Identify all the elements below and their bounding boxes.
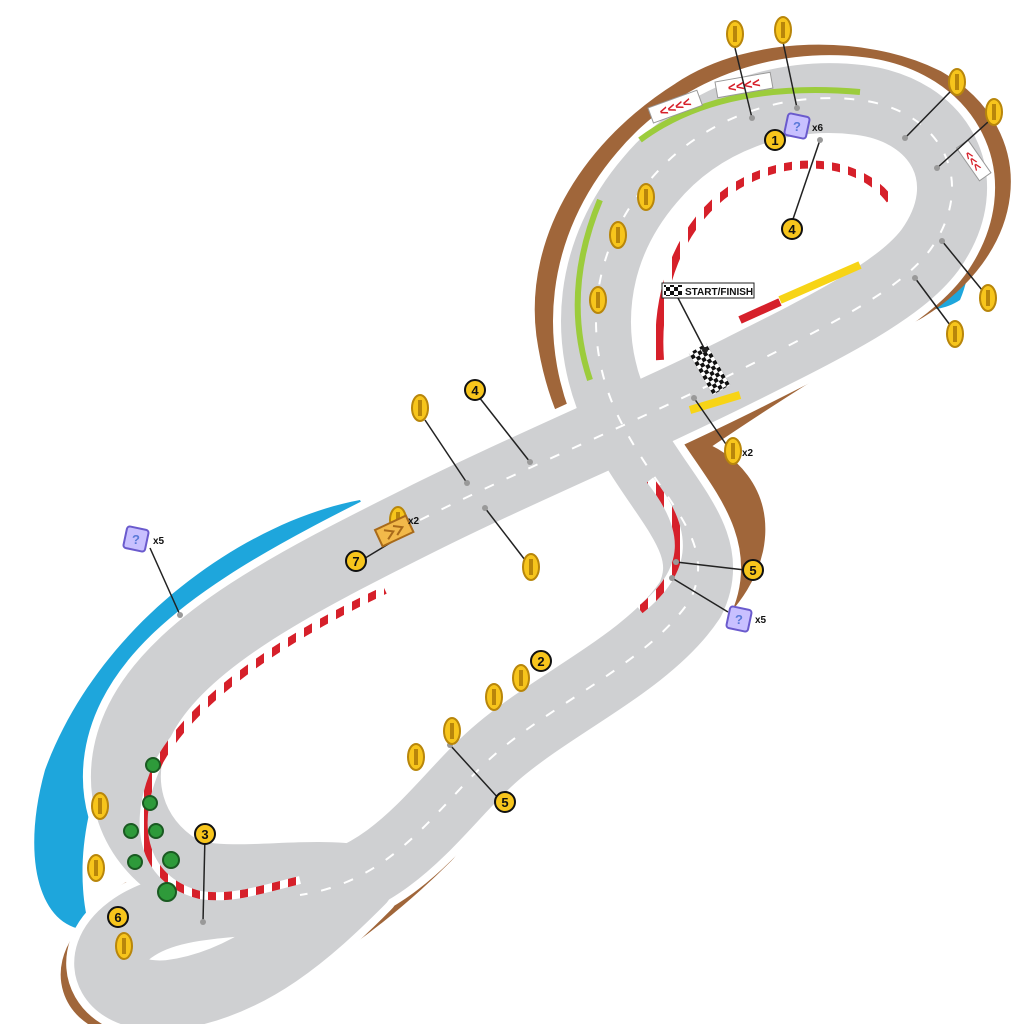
coin-icon <box>726 20 744 48</box>
start-finish: START/FINISH <box>661 282 755 395</box>
item-box-icon: ? <box>725 605 753 633</box>
tree-icon <box>145 757 161 773</box>
coin-icon <box>724 437 742 465</box>
marker-3: 3 <box>194 823 216 845</box>
svg-text:1: 1 <box>771 133 778 148</box>
coin-icon <box>589 286 607 314</box>
tree-icon <box>142 795 158 811</box>
tree-icon <box>157 882 177 902</box>
tree-icon <box>123 823 139 839</box>
svg-text:3: 3 <box>201 827 208 842</box>
grass-edge-top <box>638 86 861 143</box>
svg-text:5: 5 <box>501 795 508 810</box>
coin-icon <box>87 854 105 882</box>
tree-icon <box>127 854 143 870</box>
curb-yellow-main <box>778 261 862 304</box>
coin-icon <box>115 932 133 960</box>
coin-icon <box>985 98 1003 126</box>
coin-icon <box>609 221 627 249</box>
marker-6: 6 <box>107 906 129 928</box>
trees <box>123 757 180 902</box>
coin-icon <box>443 717 461 745</box>
curb-yellow-start <box>688 391 742 414</box>
coin-icon <box>91 792 109 820</box>
multiplier-item-box-top: x6 <box>812 123 824 134</box>
tree-icon <box>162 851 180 869</box>
checkered-line <box>688 343 731 395</box>
svg-text:7: 7 <box>352 554 359 569</box>
coin-icon <box>485 683 503 711</box>
coin-icon <box>411 394 429 422</box>
start-finish-leader <box>677 297 706 351</box>
svg-text:?: ? <box>735 612 743 627</box>
leader-lines <box>149 41 989 925</box>
curb-inner-top <box>655 160 894 361</box>
grass-edge-left <box>574 198 603 381</box>
item-box-icon: ? <box>122 525 150 553</box>
multiplier-item-box-left: x5 <box>153 536 165 547</box>
coin-icon <box>522 553 540 581</box>
marker-5-bottom: 5 <box>494 791 516 813</box>
coin-icon <box>407 743 425 771</box>
marker-4-top: 4 <box>781 218 803 240</box>
start-finish-label: START/FINISH <box>685 287 753 298</box>
item-boxes: ? ? ? <box>122 112 811 633</box>
multiplier-coin-ramp: x2 <box>408 516 420 527</box>
coin-icon <box>946 320 964 348</box>
marker-1: 1 <box>764 129 786 151</box>
coin-icon <box>948 68 966 96</box>
svg-text:2: 2 <box>537 654 544 669</box>
svg-text:4: 4 <box>471 383 479 398</box>
curb-red-main <box>738 298 782 324</box>
svg-text:?: ? <box>793 119 801 134</box>
multiplier-labels: x6 x5 x5 x2 x2 <box>153 123 824 626</box>
marker-7: 7 <box>345 550 367 572</box>
marker-4-center: 4 <box>464 379 486 401</box>
coin-icon <box>979 284 997 312</box>
tree-icon <box>148 823 164 839</box>
booster-pad-icon <box>373 514 415 548</box>
curb-center-right <box>637 477 683 614</box>
start-finish-sign: START/FINISH <box>661 282 755 299</box>
svg-text:6: 6 <box>114 910 121 925</box>
svg-text:?: ? <box>132 532 140 547</box>
item-box-icon: ? <box>783 112 811 140</box>
coin-icon <box>774 16 792 44</box>
marker-2: 2 <box>530 650 552 672</box>
marker-5-right: 5 <box>742 559 764 581</box>
numbered-markers: 1 2 3 4 4 5 5 6 7 <box>107 129 803 928</box>
multiplier-item-box-right: x5 <box>755 615 767 626</box>
coin-icon <box>512 664 530 692</box>
checkered-flag-icon <box>664 285 682 296</box>
track <box>66 55 995 1024</box>
coin-icon <box>637 183 655 211</box>
multiplier-coin-center: x2 <box>742 448 754 459</box>
svg-text:4: 4 <box>788 222 796 237</box>
svg-text:5: 5 <box>749 563 756 578</box>
